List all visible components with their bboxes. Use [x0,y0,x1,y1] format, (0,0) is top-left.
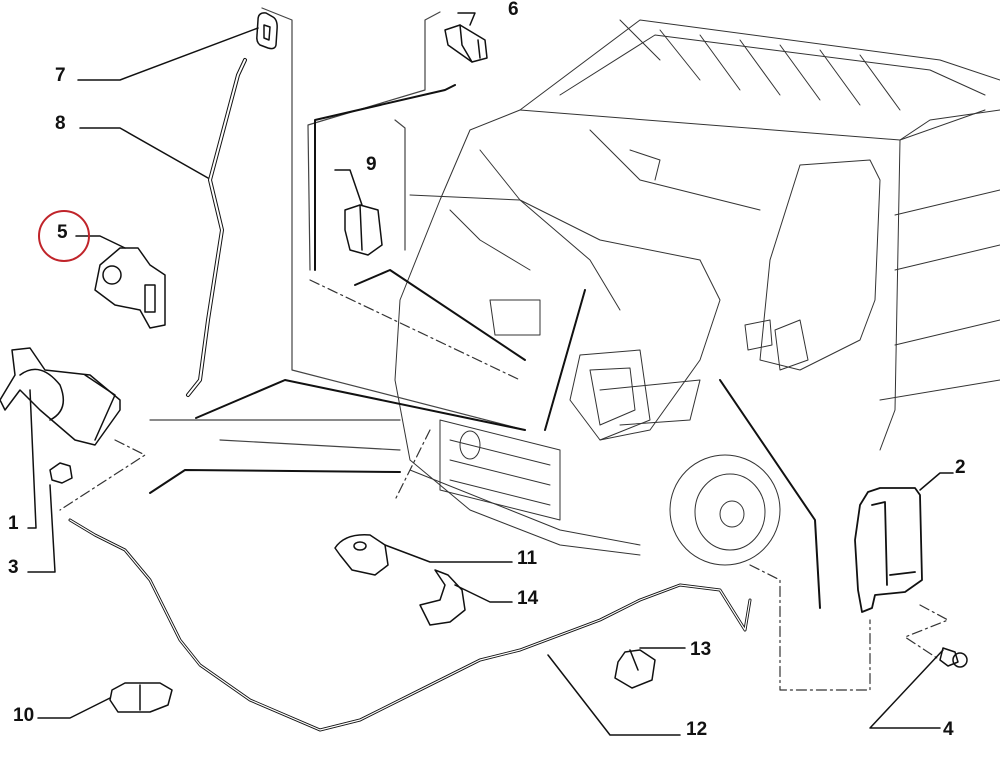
van-illustration [394,19,1000,566]
callout-9[interactable]: 9 [366,154,377,175]
frame-lines [149,7,526,451]
part-8-prop-rod-inner [187,59,246,396]
part-1-hood-latch [0,347,121,446]
callout-2[interactable]: 2 [955,457,966,478]
callout-10[interactable]: 10 [13,705,35,726]
bold-leader-lines [149,84,821,609]
part-10-cable-clip [109,682,173,713]
part-7-rod-holder [256,12,278,50]
callout-11[interactable]: 11 [517,548,538,569]
part-11-retainer-clip [334,534,389,576]
part-3-bump-stop [49,462,73,484]
part-14-cable-bracket [419,569,466,626]
part-9-rod-clip [344,204,383,256]
part-4-screw [939,647,968,668]
callout-5[interactable]: 5 [57,222,68,243]
part-5-bracket [94,247,166,329]
part-12-release-cable-inner [69,519,751,731]
callout-3[interactable]: 3 [8,557,19,578]
part-13-cable-retainer [614,649,656,689]
part-8-prop-rod [186,58,247,397]
callout-12[interactable]: 12 [686,719,708,740]
callout-8[interactable]: 8 [55,113,66,134]
dashed-lines [59,279,949,691]
callout-4[interactable]: 4 [943,719,954,740]
highlight-circle [38,210,90,262]
part-2-release-handle [854,487,923,613]
callout-13[interactable]: 13 [690,639,712,660]
callout-1[interactable]: 1 [8,513,19,534]
callout-leaders [27,12,954,736]
part-6-hood-stop [444,24,488,63]
callout-7[interactable]: 7 [55,65,66,86]
callout-14[interactable]: 14 [517,588,539,609]
callout-6[interactable]: 6 [508,0,519,20]
